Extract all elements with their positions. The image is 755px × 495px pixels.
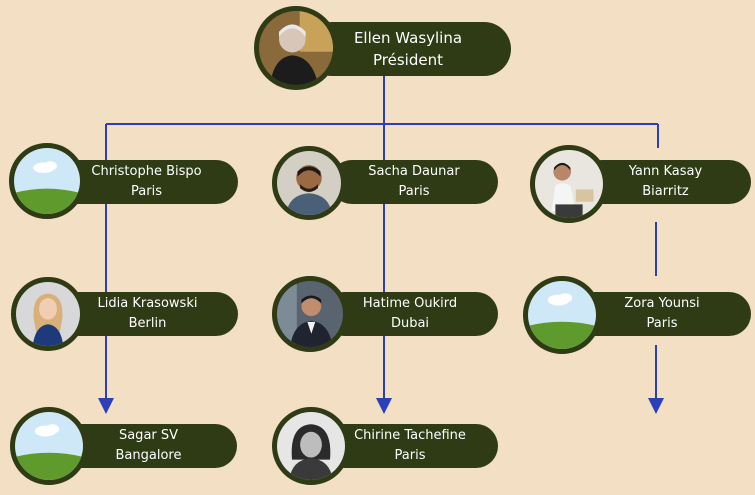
member-avatar [523, 276, 601, 354]
member-name: Yann Kasay [628, 164, 703, 179]
member-name: Christophe Bispo [91, 164, 202, 179]
member-pill: Chirine Tachefine Paris [322, 424, 498, 468]
member-location: Paris [646, 316, 678, 331]
member-name: Chirine Tachefine [354, 428, 466, 443]
member-location: Biarritz [642, 184, 689, 199]
member-avatar [530, 145, 608, 223]
member-pill: Christophe Bispo Paris [55, 160, 238, 204]
member-avatar [272, 146, 346, 220]
member-location: Paris [131, 184, 162, 199]
person-photo-icon [259, 11, 333, 85]
member-name: Sacha Daunar [368, 164, 460, 179]
landscape-placeholder-icon [14, 148, 80, 214]
member-pill: Sagar SV Bangalore [60, 424, 237, 468]
person-photo-icon [277, 412, 345, 480]
member-name: Hatime Oukird [362, 296, 458, 311]
member-pill: Yann Kasay Biarritz [580, 160, 751, 204]
member-location: Paris [398, 184, 430, 199]
president-role: Président [373, 51, 443, 69]
member-location: Bangalore [115, 448, 182, 463]
president-avatar [254, 6, 338, 90]
landscape-placeholder-icon [15, 412, 83, 480]
member-avatar [11, 277, 85, 351]
president-name: Ellen Wasylina [353, 29, 463, 47]
president-pill: Ellen Wasylina Président [305, 22, 511, 76]
member-avatar [272, 407, 350, 485]
member-name: Sagar SV [118, 428, 179, 443]
member-pill: Lidia Krasowski Berlin [57, 292, 238, 336]
person-photo-icon [16, 282, 80, 346]
member-pill: Sacha Daunar Paris [330, 160, 498, 204]
member-location: Dubai [390, 316, 430, 331]
member-avatar [9, 143, 85, 219]
member-pill: Zora Younsi Paris [573, 292, 751, 336]
person-photo-icon [277, 151, 341, 215]
landscape-placeholder-icon [528, 281, 596, 349]
member-avatar [272, 276, 348, 352]
person-photo-icon [535, 150, 603, 218]
member-location: Berlin [128, 316, 167, 331]
member-name: Lidia Krasowski [97, 296, 198, 311]
member-location: Paris [394, 448, 426, 463]
member-avatar [10, 407, 88, 485]
member-pill: Hatime Oukird Dubai [322, 292, 498, 336]
member-name: Zora Younsi [624, 296, 700, 311]
person-photo-icon [277, 281, 343, 347]
